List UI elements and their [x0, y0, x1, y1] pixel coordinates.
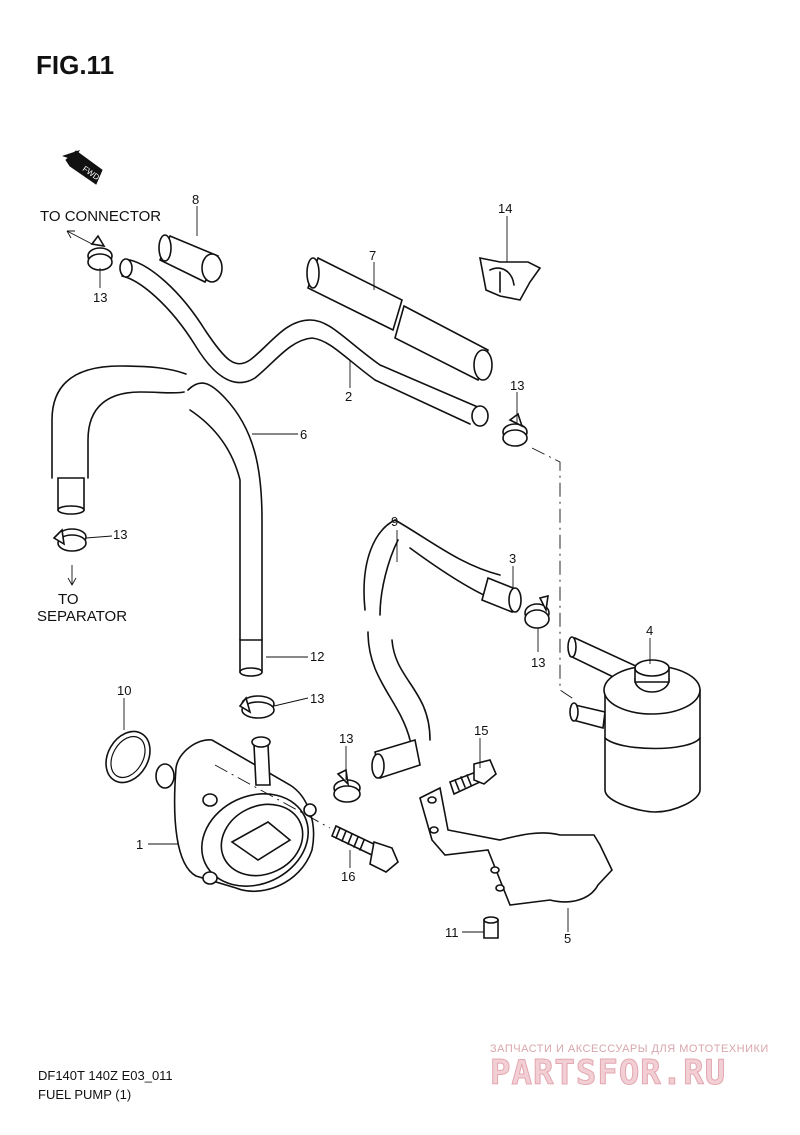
figure-title: FIG.11 — [36, 50, 114, 80]
callout-15: 15 — [474, 723, 488, 738]
hose-7 — [306, 256, 493, 382]
hose-9 — [363, 519, 522, 780]
hose-left-curved — [51, 365, 187, 515]
collar-11 — [483, 916, 499, 939]
model-code: DF140T 140Z E03_011 — [38, 1068, 173, 1083]
callout-13-d: 13 — [531, 655, 545, 670]
hose-6 — [187, 382, 263, 677]
callout-10: 10 — [117, 683, 131, 698]
callout-13-e: 13 — [310, 691, 324, 706]
callout-4: 4 — [646, 623, 653, 638]
callout-1: 1 — [136, 837, 143, 852]
clamp-13-f — [333, 768, 361, 803]
callout-2: 2 — [345, 389, 352, 404]
figure-caption: FUEL PUMP (1) — [38, 1087, 131, 1102]
to-connector-arrow-icon — [66, 230, 93, 245]
bolt-15 — [448, 759, 497, 796]
callout-13-f: 13 — [339, 731, 353, 746]
callout-11: 11 — [445, 925, 459, 940]
callout-12: 12 — [310, 649, 324, 664]
callout-7: 7 — [369, 248, 376, 263]
clamp-13-c — [52, 528, 87, 552]
clamp-13-d — [524, 594, 550, 629]
callout-13-c: 13 — [113, 527, 127, 542]
callout-16: 16 — [341, 869, 355, 884]
hose-2 — [119, 258, 489, 427]
leader-lines — [85, 206, 651, 933]
callout-9: 9 — [391, 514, 398, 529]
callout-5: 5 — [564, 931, 571, 946]
watermark-brand: PARTSFOR.RU — [490, 1053, 726, 1093]
to-label: TO — [58, 591, 79, 608]
o-ring-10 — [105, 730, 151, 784]
callout-13-a: 13 — [93, 290, 107, 305]
hose-8 — [158, 234, 223, 284]
bracket-5 — [419, 786, 613, 906]
bolt-16 — [330, 824, 399, 873]
clamp-13-b — [502, 412, 528, 447]
fuel-filter-4 — [567, 636, 701, 813]
callout-3: 3 — [509, 551, 516, 566]
to-separator-arrow-icon — [67, 565, 77, 586]
clip-14 — [478, 256, 542, 301]
to-connector-label: TO CONNECTOR — [40, 208, 161, 225]
connection-line-pump — [214, 764, 331, 829]
callout-14: 14 — [498, 201, 512, 216]
clamp-13-e — [238, 695, 275, 719]
connection-line-filter-top — [531, 447, 576, 701]
fuel-pump-1 — [155, 736, 317, 892]
watermark-tagline: ЗАПЧАСТИ И АКСЕССУАРЫ ДЛЯ МОТОТЕХНИКИ — [490, 1043, 769, 1055]
callout-13-b: 13 — [510, 378, 524, 393]
separator-label: SEPARATOR — [37, 608, 127, 625]
callout-6: 6 — [300, 427, 307, 442]
callout-8: 8 — [192, 192, 199, 207]
